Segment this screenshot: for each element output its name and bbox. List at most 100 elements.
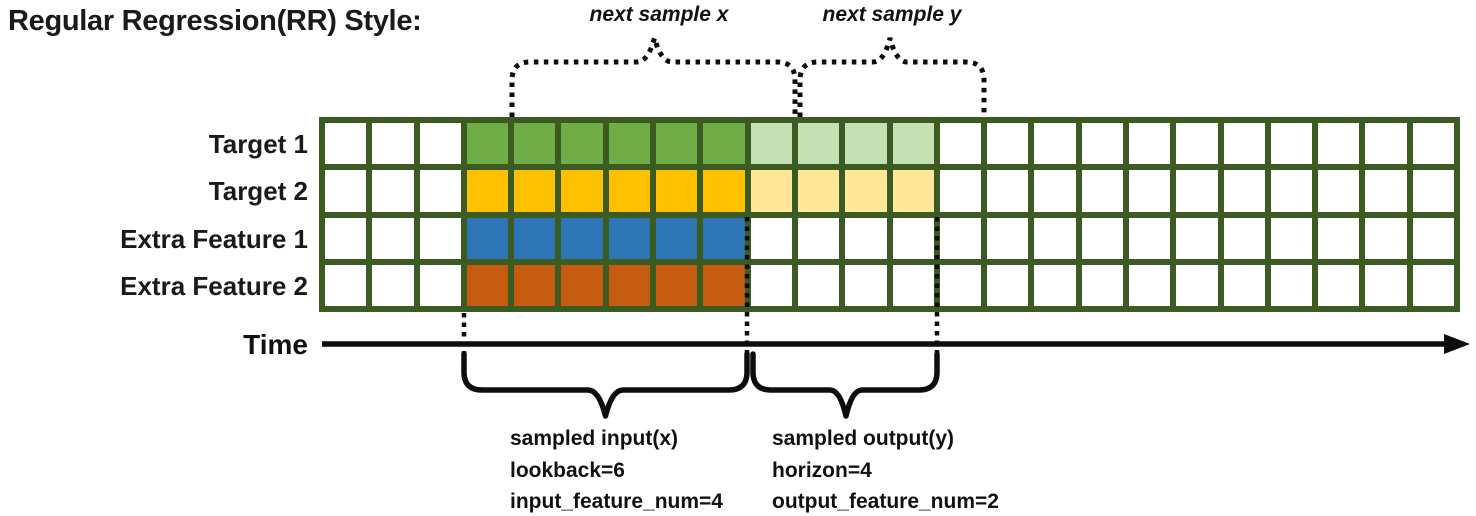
grid-cell-orange bbox=[561, 264, 603, 306]
grid-cell-light_yellow bbox=[797, 170, 840, 212]
grid-cell-white bbox=[845, 264, 887, 306]
grid-cell-white bbox=[845, 217, 887, 259]
grid-cell-white bbox=[1128, 123, 1171, 165]
grid-cell-orange bbox=[514, 264, 556, 306]
grid-cell-blue bbox=[514, 217, 556, 259]
grid-cell-white bbox=[987, 123, 1029, 165]
grid-cell-green bbox=[608, 123, 651, 165]
next-sample-y-label: next sample y bbox=[822, 3, 962, 26]
grid-cell-blue bbox=[608, 217, 651, 259]
grid-cell-light_yellow bbox=[892, 170, 934, 212]
grid-cell-white bbox=[892, 217, 934, 259]
grid-cell-blue bbox=[703, 217, 745, 259]
grid-cell-white bbox=[1176, 264, 1218, 306]
grid-cell-light_green bbox=[845, 123, 887, 165]
grid-cell-white bbox=[1223, 170, 1265, 212]
grid-cell-white bbox=[1365, 123, 1407, 165]
grid-cell-white bbox=[1412, 264, 1454, 306]
grid-cell-white bbox=[1318, 170, 1360, 212]
grid-cell-green bbox=[466, 123, 509, 165]
grid-cell-white bbox=[419, 170, 461, 212]
grid-cell-light_yellow bbox=[750, 170, 792, 212]
grid-cell-white bbox=[1270, 217, 1313, 259]
grid-cell-yellow bbox=[514, 170, 556, 212]
sampled-input-note: sampled input(x) lookback=6 input_featur… bbox=[510, 423, 723, 516]
grid-cell-green bbox=[703, 123, 745, 165]
grid-cell-white bbox=[1365, 217, 1407, 259]
grid-cell-light_green bbox=[797, 123, 840, 165]
sampled-output-note: sampled output(y) horizon=4 output_featu… bbox=[772, 423, 999, 516]
grid-cell-white bbox=[325, 264, 367, 306]
time-axis-label: Time bbox=[243, 329, 308, 360]
row-label: Extra Feature 2 bbox=[120, 270, 308, 301]
grid-cell-white bbox=[939, 217, 982, 259]
grid-cell-light_green bbox=[750, 123, 792, 165]
grid-cell-white bbox=[750, 264, 792, 306]
grid-cell-white bbox=[1365, 264, 1407, 306]
grid-cell-white bbox=[1034, 217, 1076, 259]
row-label: Target 2 bbox=[208, 176, 308, 207]
grid-cell-white bbox=[325, 170, 367, 212]
grid-cell-white bbox=[419, 123, 461, 165]
grid-cell-white bbox=[1128, 264, 1171, 306]
grid-cell-white bbox=[797, 217, 840, 259]
grid-cell-green bbox=[514, 123, 556, 165]
grid-cell-white bbox=[1128, 217, 1171, 259]
grid-cell-white bbox=[939, 264, 982, 306]
grid-cell-white bbox=[1318, 264, 1360, 306]
next-sample-x-label: next sample x bbox=[589, 3, 729, 26]
grid-cell-white bbox=[1412, 170, 1454, 212]
grid-cell-white bbox=[1223, 264, 1265, 306]
grid-cell-white bbox=[1223, 217, 1265, 259]
grid-cell-white bbox=[1034, 123, 1076, 165]
grid-cell-orange bbox=[703, 264, 745, 306]
grid-cell-white bbox=[1318, 217, 1360, 259]
grid-cell-white bbox=[939, 170, 982, 212]
time-series-grid bbox=[319, 117, 1460, 312]
grid-cell-orange bbox=[466, 264, 509, 306]
grid-cell-white bbox=[372, 264, 414, 306]
grid-cell-white bbox=[372, 170, 414, 212]
grid-cell-white bbox=[1412, 217, 1454, 259]
grid-cell-white bbox=[1365, 170, 1407, 212]
sampled-input-lookback: lookback=6 bbox=[510, 458, 625, 482]
grid-cell-white bbox=[1223, 123, 1265, 165]
grid-cell-white bbox=[750, 217, 792, 259]
grid-cell-yellow bbox=[608, 170, 651, 212]
grid-cell-white bbox=[372, 123, 414, 165]
grid-cell-white bbox=[1176, 170, 1218, 212]
row-label: Extra Feature 1 bbox=[120, 223, 308, 254]
grid-cell-green bbox=[656, 123, 698, 165]
next-sample-x-brace-icon bbox=[509, 28, 798, 117]
grid-cell-yellow bbox=[561, 170, 603, 212]
grid-cell-white bbox=[1128, 170, 1171, 212]
grid-cell-white bbox=[325, 217, 367, 259]
grid-cell-white bbox=[1412, 123, 1454, 165]
time-axis-arrowhead-icon bbox=[1444, 334, 1470, 354]
grid-cell-white bbox=[1176, 217, 1218, 259]
grid-cell-yellow bbox=[703, 170, 745, 212]
grid-cell-white bbox=[1318, 123, 1360, 165]
grid-cell-light_green bbox=[892, 123, 934, 165]
grid-cell-white bbox=[1270, 264, 1313, 306]
grid-cell-white bbox=[987, 264, 1029, 306]
sampled-output-horizon: horizon=4 bbox=[772, 458, 872, 482]
diagram-title: Regular Regression(RR) Style: bbox=[8, 5, 422, 37]
sampled-input-feature-num: input_feature_num=4 bbox=[510, 490, 723, 513]
grid-cell-white bbox=[1081, 123, 1123, 165]
grid-cell-white bbox=[892, 264, 934, 306]
grid-cell-white bbox=[372, 217, 414, 259]
grid-cell-orange bbox=[608, 264, 651, 306]
grid-cell-blue bbox=[466, 217, 509, 259]
grid-cell-green bbox=[561, 123, 603, 165]
grid-cell-white bbox=[1081, 170, 1123, 212]
sampled-output-title: sampled output(y) bbox=[772, 427, 954, 450]
grid-cell-white bbox=[1270, 123, 1313, 165]
grid-cell-white bbox=[1081, 264, 1123, 306]
grid-cell-white bbox=[325, 123, 367, 165]
sampled-output-brace-icon bbox=[750, 351, 940, 419]
row-label: Target 1 bbox=[208, 129, 308, 159]
sampled-input-brace-icon bbox=[461, 351, 750, 419]
grid-cell-blue bbox=[656, 217, 698, 259]
